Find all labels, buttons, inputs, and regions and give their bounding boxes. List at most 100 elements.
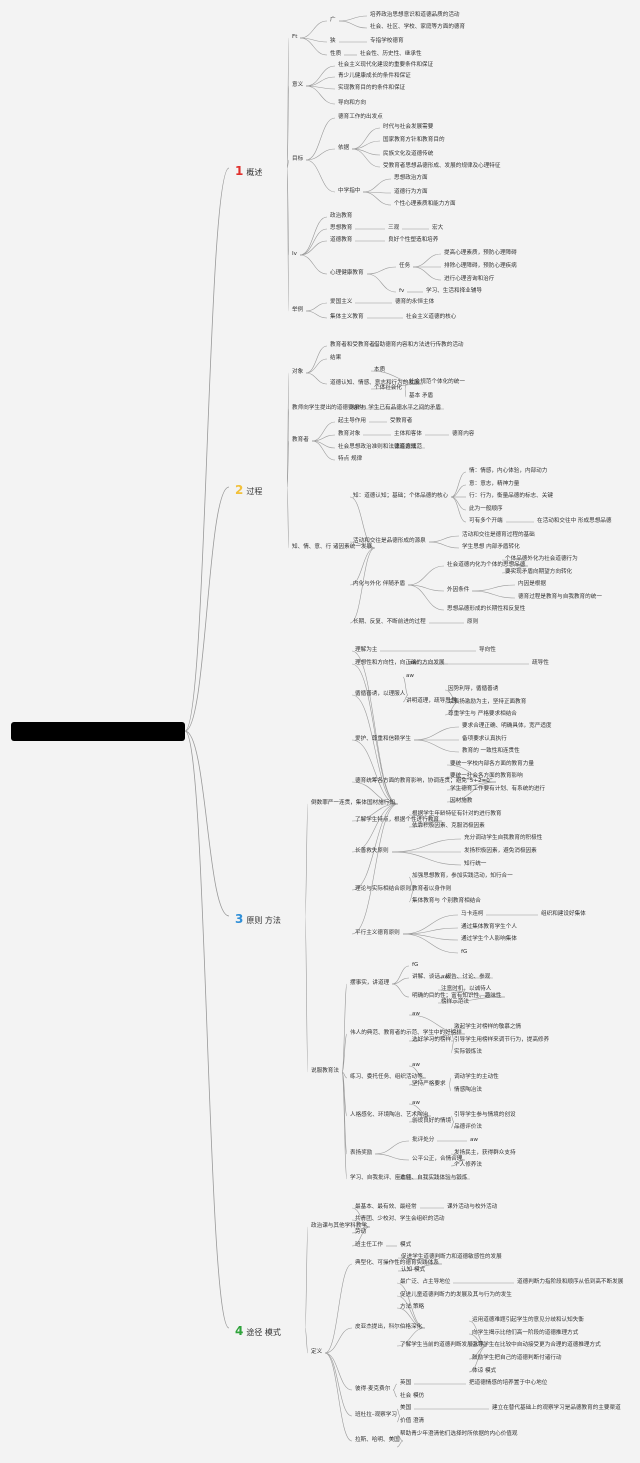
node-connector	[391, 983, 410, 998]
mindmap-node: 创设良好的情境	[412, 1118, 452, 1124]
node-connector	[408, 1065, 427, 1079]
mindmap-node: 发扬民主，获得群众支持	[454, 1150, 516, 1156]
mindmap-node: 社会规范个体化的统一	[409, 379, 465, 385]
mindmap-node: 政治教育	[330, 213, 353, 219]
node-connector	[501, 559, 529, 567]
mindmap-node: 班主任工作	[355, 1242, 383, 1248]
node-connector	[351, 1226, 371, 1247]
mindmap-node: fG	[461, 949, 468, 955]
node-connector	[501, 565, 529, 574]
node-connector	[349, 547, 376, 586]
node-connector	[450, 496, 467, 511]
mindmap-node: 知行统一	[464, 861, 487, 867]
mindmap-node: 选好学习的榜样	[412, 1037, 452, 1043]
node-connector	[341, 1033, 348, 1073]
mindmap-node: 社会主义道德的核心	[406, 314, 457, 320]
node-connector	[407, 584, 445, 611]
node-connector	[305, 358, 328, 374]
mindmap-node: 爱国主义	[330, 299, 353, 305]
mindmap-node: 理解为主	[355, 647, 378, 653]
mindmap-node: 提高心理素质，预防心理障碍	[444, 250, 517, 256]
node-connector	[305, 76, 336, 87]
mindmap-node: 模式	[400, 1242, 412, 1248]
mindmap-node: 认知 模式	[401, 1267, 426, 1273]
mindmap-node: 练习、委托任务、组织活动等	[350, 1074, 423, 1080]
node-connector	[304, 803, 309, 917]
node-connector	[408, 889, 415, 903]
node-connector	[341, 1071, 348, 1180]
mindmap-node: 备项要求认真执行	[462, 736, 507, 742]
node-connector	[286, 159, 290, 169]
node-connector	[324, 1352, 353, 1417]
mindmap-node: 在活动和交往中 形成思想品德	[537, 518, 612, 524]
mindmap-node: 方法 策略	[400, 1304, 425, 1310]
mindmap-node: 运用道德难题引起学生的意见分歧和认知失衡	[472, 1317, 584, 1323]
node-connector	[362, 191, 392, 206]
mindmap-node: 德育内容	[452, 431, 475, 437]
node-connector	[286, 85, 290, 169]
mindmap-node: 个人修养法	[454, 1162, 482, 1168]
mindmap-node: 因势利导，循循善诱	[448, 686, 499, 692]
node-connector	[341, 983, 348, 1073]
mindmap-node: 社会主义现代化建设的重要条件和保证	[338, 62, 434, 68]
node-connector	[349, 547, 376, 624]
mindmap-node: 导向和方向	[338, 100, 366, 106]
node-connector	[402, 914, 459, 935]
node-connector	[286, 486, 290, 549]
node-connector	[396, 1282, 426, 1329]
mindmap-node: aw	[406, 673, 415, 679]
node-connector	[402, 933, 459, 954]
mindmap-node: 结构	[352, 405, 364, 411]
mindmap-node: 促进儿童道德判断力的发展及其与行为的发生	[400, 1292, 512, 1298]
mindmap-node: 彼得·麦克费尔	[355, 1386, 391, 1392]
mindmap-node: 学习、生活和择业辅导	[426, 288, 482, 294]
node-connector	[450, 1153, 466, 1161]
node-connector	[450, 1040, 455, 1054]
node-connector	[299, 254, 328, 275]
mindmap-node: 三观	[388, 225, 400, 231]
node-connector	[311, 434, 336, 442]
mindmap-node: 要实现矛盾向期望方向转化	[505, 569, 573, 575]
mindmap-node: 了解学生特点，根据个性进行教育	[355, 817, 439, 823]
mindmap-node: 主体和客体	[394, 431, 422, 437]
mindmap-node: 个体品德外化为社会道德行为	[505, 556, 578, 562]
node-connector	[299, 228, 328, 256]
mindmap-node: 情感陶冶法	[454, 1087, 482, 1093]
node-connector	[351, 803, 399, 891]
node-connector	[397, 1263, 443, 1272]
mindmap-node: 个体社会化	[374, 385, 402, 391]
mindmap-node: 要统一社会各方面的教育影响	[450, 773, 523, 779]
mindmap-node: 基本 矛盾	[409, 393, 434, 399]
mindmap-node: 向学生揭示比他们高一阶段的道德推理方式	[472, 1330, 579, 1336]
node-connector	[366, 266, 397, 275]
node-connector	[299, 20, 328, 39]
node-connector	[437, 989, 506, 998]
node-connector	[362, 178, 392, 193]
mindmap-node: 广	[330, 17, 336, 23]
node-connector	[408, 1014, 466, 1035]
node-connector	[437, 996, 506, 1004]
mindmap-node: 说服教育法	[311, 1068, 339, 1074]
mindmap-node: 德育工作的出发点	[338, 114, 383, 120]
mindmap-node: 举例	[292, 307, 304, 313]
mindmap-node: aw	[441, 974, 450, 980]
node-connector	[450, 496, 467, 523]
mindmap-node: 受教育者思想品德形成、发展的规律及心理特征	[383, 163, 501, 169]
mindmap-node: 道德教育	[330, 237, 353, 243]
category-label: 概述	[246, 168, 263, 177]
node-connector	[408, 1103, 432, 1117]
node-connector	[305, 148, 336, 161]
mindmap-node: 班杜拉–观察学习	[355, 1412, 397, 1418]
node-connector	[428, 535, 460, 543]
node-connector	[402, 927, 459, 935]
node-connector	[286, 440, 290, 488]
node-connector	[444, 701, 460, 716]
root-connector	[184, 730, 230, 1329]
mindmap-node: Iv	[292, 251, 297, 257]
node-connector	[299, 37, 328, 56]
node-connector	[351, 650, 399, 805]
category-label: 原则 方法	[246, 916, 281, 925]
mindmap-node: 依靠积极因素、克服消极因素	[412, 823, 485, 829]
